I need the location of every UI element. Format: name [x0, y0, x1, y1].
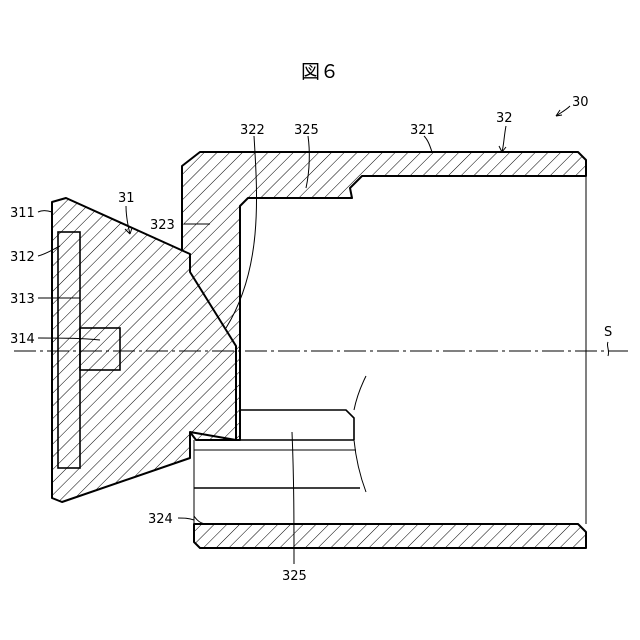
label-321: 321 — [410, 123, 435, 138]
label-322: 322 — [240, 123, 265, 138]
sleeve-lower-wall — [194, 524, 586, 548]
label-312: 312 — [10, 250, 35, 265]
leader-324 — [178, 518, 194, 520]
bore-groove-upper — [240, 410, 354, 440]
label-325-bottom: 325 — [282, 569, 307, 584]
label-313: 313 — [10, 292, 35, 307]
leader-s — [607, 342, 608, 356]
leader-30 — [556, 106, 570, 116]
inner-corner-324 — [194, 516, 208, 524]
sleeve-upper-wall — [182, 152, 586, 440]
groove-break-line — [354, 376, 366, 492]
label-324: 324 — [148, 512, 173, 527]
label-31: 31 — [118, 191, 135, 206]
leader-311 — [38, 211, 52, 213]
label-30: 30 — [572, 95, 589, 110]
label-32: 32 — [496, 111, 513, 126]
label-314: 314 — [10, 332, 35, 347]
label-325-top: 325 — [294, 123, 319, 138]
label-323: 323 — [150, 218, 175, 233]
leader-321 — [424, 136, 432, 152]
figure-title: 図６ — [301, 61, 339, 83]
label-s: S — [604, 325, 612, 340]
label-311: 311 — [10, 206, 35, 221]
